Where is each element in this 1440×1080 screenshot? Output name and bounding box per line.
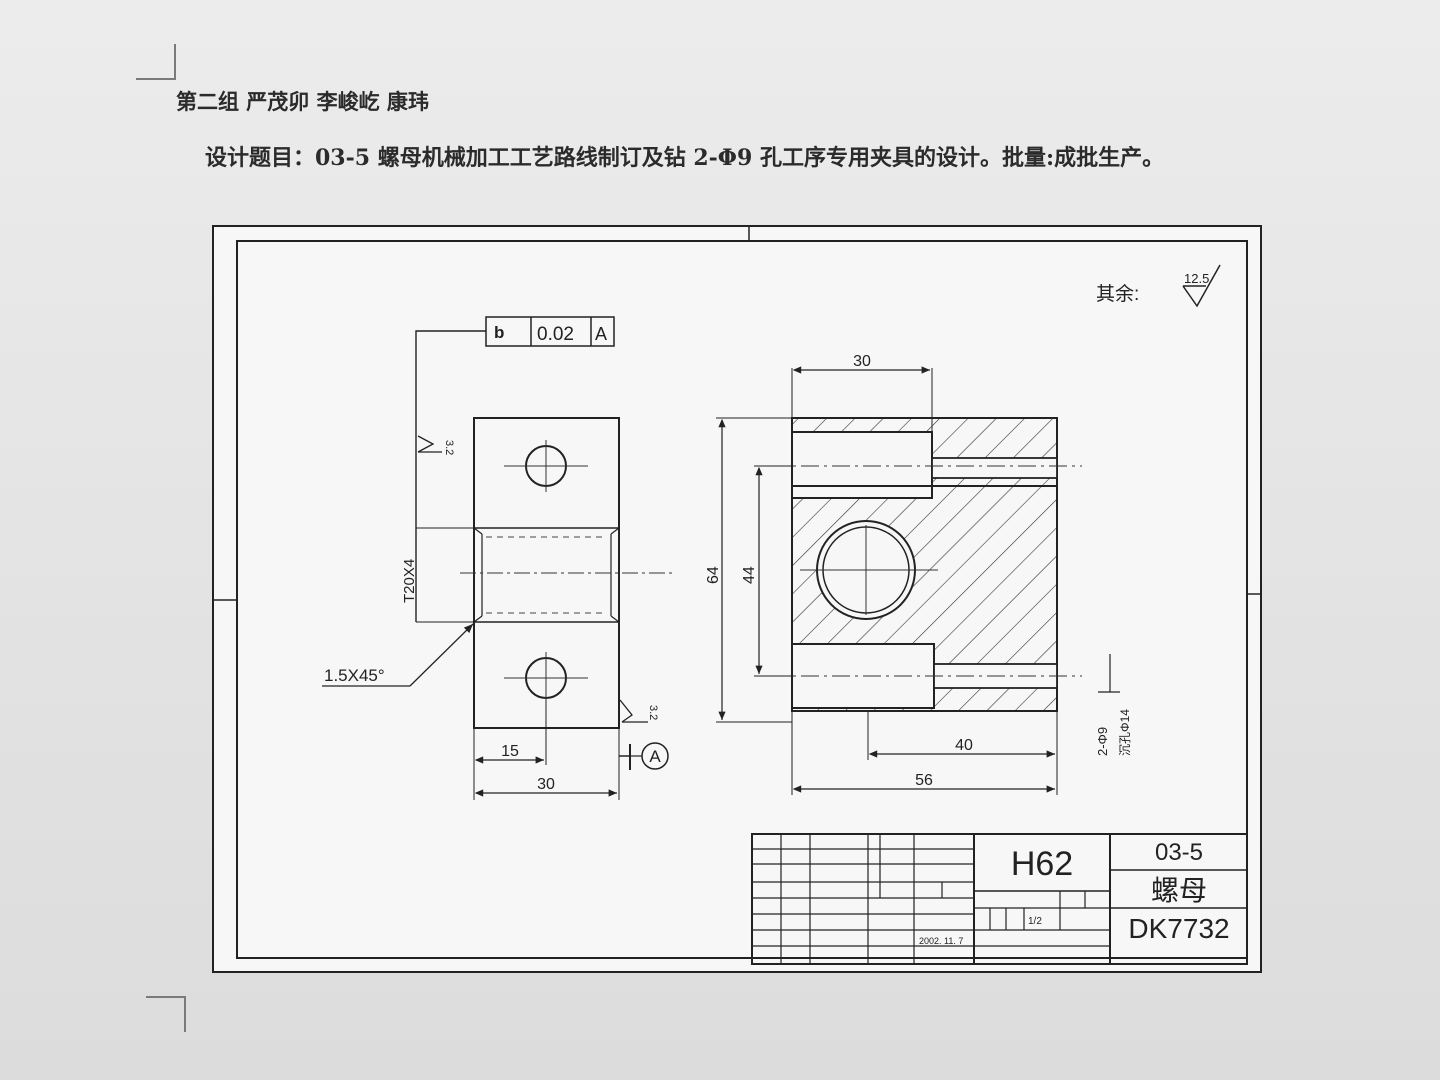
drawing-date: 2002. 11. 7: [919, 936, 963, 946]
hole-spacing-dim: 44: [741, 566, 758, 584]
height-dim: 64: [705, 566, 722, 584]
page-corner-mark: [146, 996, 186, 1032]
roughness-value: 12.5: [1184, 271, 1209, 286]
hole-note-1: 2-Φ9: [1095, 727, 1110, 756]
datum-circle-icon: [641, 742, 669, 770]
section-view: 30 64 44 40 56 2-Φ9 沉孔Φ14: [705, 353, 1132, 795]
design-topic-line: 设计题目：03-5 螺母机械加工工艺路线制订及钻 2-Φ9 孔工序专用夹具的设计…: [205, 145, 1165, 171]
tolerance-symbol: b: [494, 323, 504, 342]
tolerance-datum: A: [595, 324, 607, 344]
width-dim: 30: [537, 776, 555, 793]
part-name: 螺母: [1151, 875, 1207, 906]
half-width-dim: 15: [501, 743, 519, 760]
title-block: H62 03-5 螺母 DK7732 2002. 11. 7 1/2: [751, 833, 1248, 965]
drawing-scale: 1/2: [1028, 916, 1042, 927]
drawing-outer-frame: [212, 225, 1262, 973]
part-code: DK7732: [1128, 913, 1229, 944]
drawing-number: 03-5: [1155, 839, 1203, 866]
roughness-note-label: 其余:: [1096, 283, 1139, 305]
datum-label: A: [649, 747, 661, 766]
surface-finish-icon: [417, 435, 442, 453]
surface-finish-left: 3.2: [443, 440, 455, 455]
thread-callout: T20X4: [401, 559, 418, 603]
left-view: b 0.02 A T20X4: [322, 316, 674, 800]
counterbore-width-dim: 30: [853, 353, 871, 370]
surface-finish-icon: [619, 699, 648, 723]
length-dim: 56: [915, 772, 933, 789]
tolerance-value: 0.02: [537, 324, 574, 345]
chamfer-callout: 1.5X45°: [324, 666, 385, 685]
group-members-line: 第二组 严茂卯 李峻屹 康玮: [176, 89, 429, 114]
roughness-symbol-icon: [1182, 264, 1221, 308]
hole-depth-dim: 40: [955, 737, 973, 754]
material-label: H62: [1011, 845, 1073, 883]
surface-finish-bottom: 3.2: [647, 705, 659, 720]
hole-note-2: 沉孔Φ14: [1118, 709, 1132, 756]
page-corner-mark: [136, 44, 176, 80]
